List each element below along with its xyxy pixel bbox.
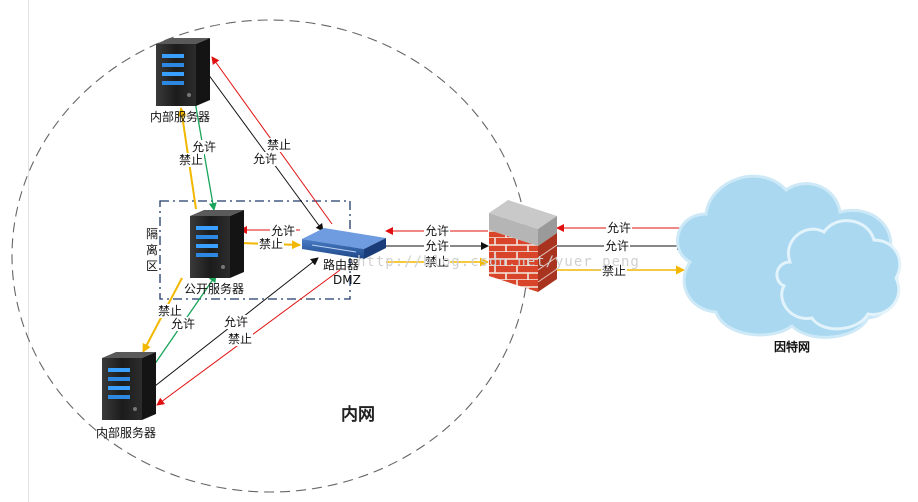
server-icon-top [156,38,210,106]
isolation-zone-label: 隔离区 [146,227,159,273]
page-left-rule [28,0,29,502]
edge-label-deny: 禁止 [227,332,254,346]
edge-label-deny: 禁止 [178,153,205,167]
server-icon-bottom [102,352,156,420]
internet-cloud-icon [675,174,902,339]
edge-label-allow: 允许 [223,315,250,329]
edge-label-deny: 禁止 [157,304,184,318]
edge-label-allow: 允许 [270,224,297,238]
firewall-icon [489,200,558,292]
edge-label-allow: 允许 [424,224,451,238]
edge-label-allow: 允许 [424,239,451,253]
router-label: 路由器 [323,258,360,272]
edge-label-allow: 允许 [252,152,279,166]
edge-label-allow: 允许 [191,140,218,154]
edge-label-allow: 允许 [170,317,197,331]
edge-label-allow: 允许 [604,239,631,253]
edge-label-deny: 禁止 [424,255,451,269]
server-icon-public [190,210,244,278]
edge-label-deny: 禁止 [601,264,628,278]
dmz-label: DMZ [333,273,361,287]
edge-label-deny: 禁止 [266,138,293,152]
public-server-label: 公开服务器 [184,282,245,296]
bottom-server-label: 内部服务器 [96,426,157,440]
intranet-label: 内网 [341,405,375,425]
top-server-label: 内部服务器 [150,110,211,124]
router-icon [302,228,386,259]
dmz-boundary [159,200,351,300]
edge-label-allow: 允许 [606,221,633,235]
internet-label: 因特网 [774,340,811,354]
edge-label-deny: 禁止 [258,237,285,251]
watermark-text: http://blog.csdn.net/yuer_peng [357,254,640,270]
